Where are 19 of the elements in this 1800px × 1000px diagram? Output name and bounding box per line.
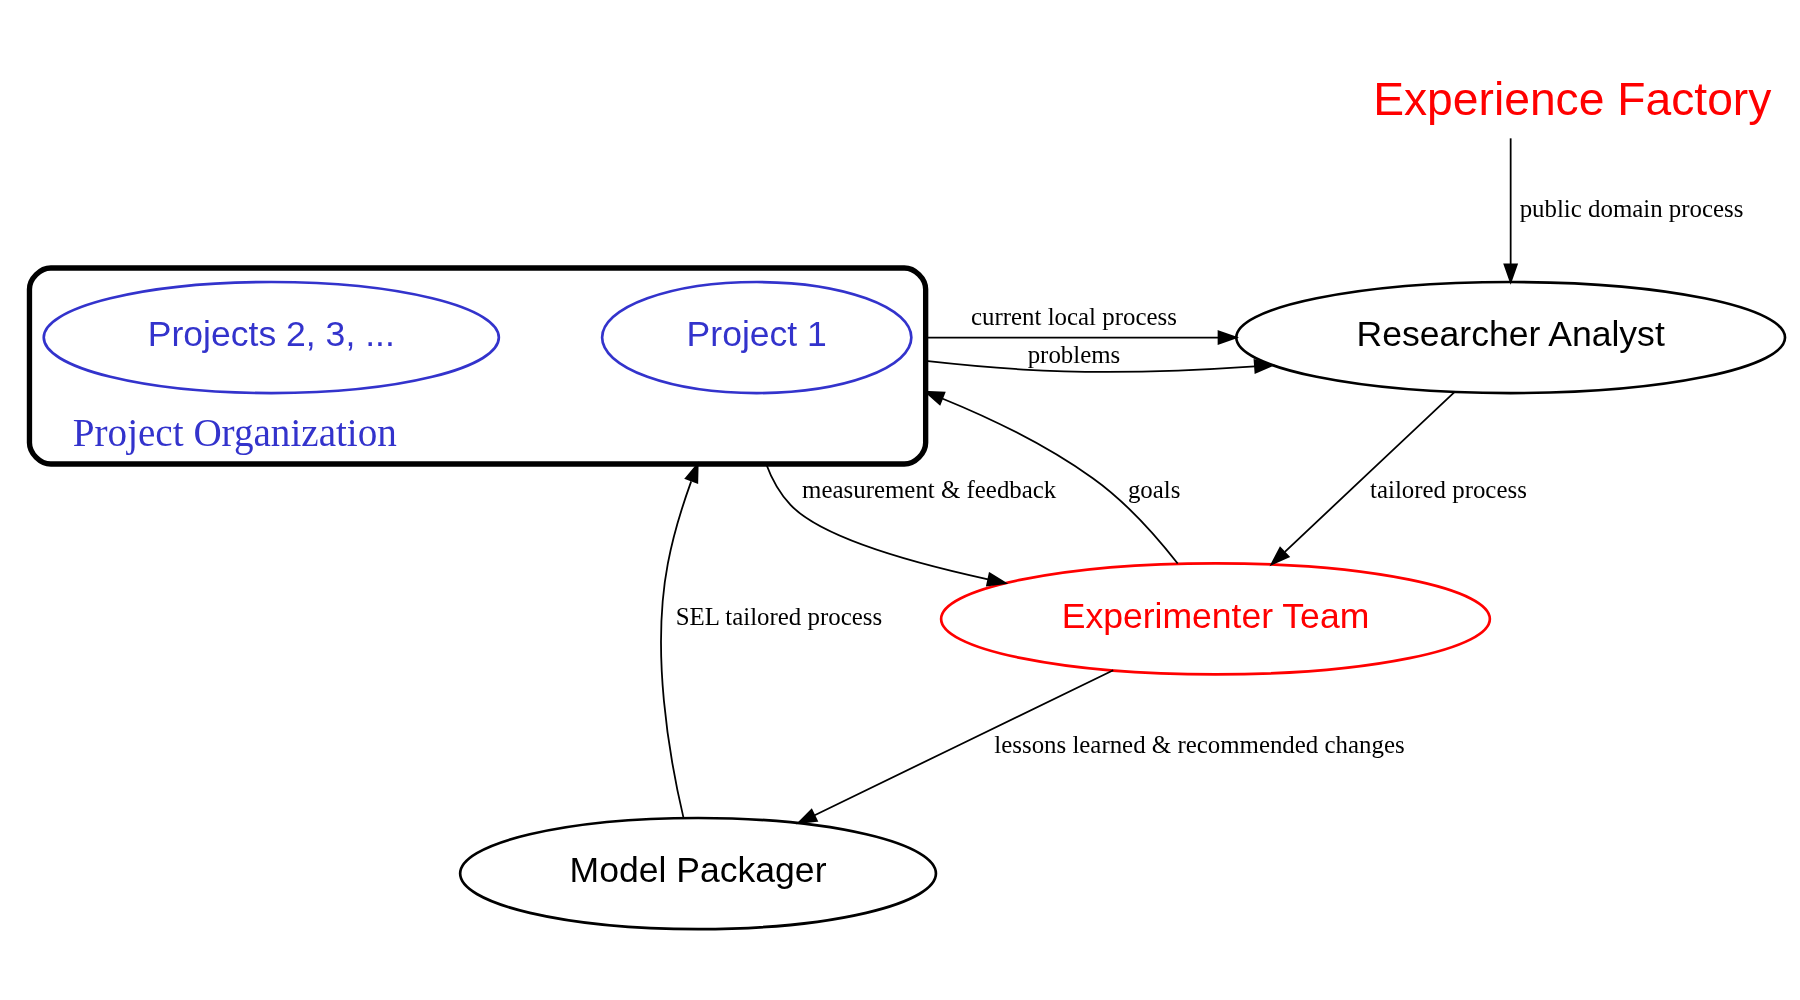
edge-label: problems bbox=[1027, 340, 1121, 368]
edge-label: measurement & feedback bbox=[802, 476, 1057, 504]
edge-label: goals bbox=[1127, 476, 1181, 504]
arrow bbox=[765, 463, 1009, 587]
node-ellipse: Project 1 bbox=[600, 280, 913, 395]
arrow bbox=[660, 461, 699, 819]
edge-label: lessons learned & recommended changes bbox=[994, 730, 1405, 758]
arrow bbox=[1269, 391, 1456, 567]
node-ellipse: Experimenter Team bbox=[939, 562, 1492, 676]
edge-label: tailored process bbox=[1370, 476, 1527, 504]
node-ellipse: Projects 2, 3, ... bbox=[42, 280, 501, 395]
arrow bbox=[795, 669, 1115, 825]
edge-label: SEL tailored process bbox=[675, 603, 883, 631]
node-ellipse: Model Packager bbox=[458, 816, 938, 931]
diagram-title: Experience Factory bbox=[1373, 73, 1772, 126]
node-ellipse: Researcher Analyst bbox=[1234, 280, 1787, 395]
edge-label: current local process bbox=[971, 303, 1177, 331]
arrow bbox=[1503, 137, 1519, 285]
edge-label: public domain process bbox=[1519, 194, 1744, 222]
